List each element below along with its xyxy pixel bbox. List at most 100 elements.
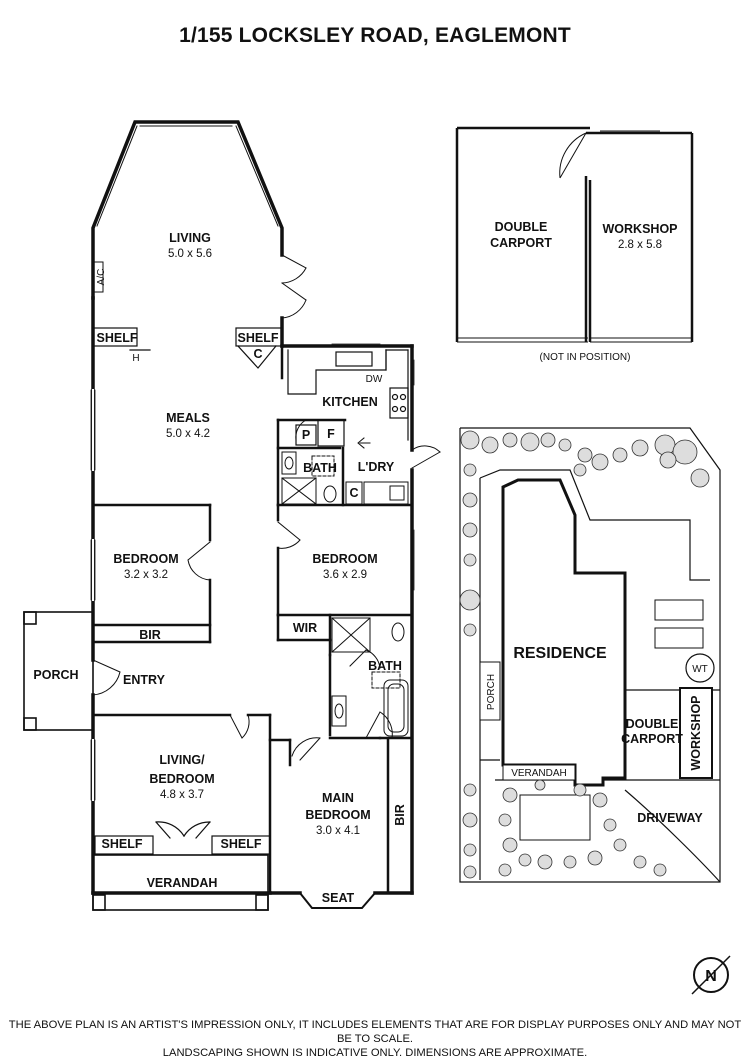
workshop-label: WORKSHOP bbox=[603, 222, 678, 236]
laundry-door bbox=[357, 437, 441, 469]
site-shrub bbox=[502, 837, 518, 853]
site-shrub bbox=[502, 787, 518, 803]
site-shrub bbox=[518, 853, 532, 867]
room-label-verandah: VERANDAH bbox=[147, 876, 218, 890]
disclaimer-line-2: LANDSCAPING SHOWN IS INDICATIVE ONLY. DI… bbox=[162, 1047, 588, 1059]
site-shrub bbox=[463, 843, 477, 857]
site-label-verandah: VERANDAH bbox=[511, 768, 567, 779]
shelf-label-1: SHELF bbox=[97, 331, 138, 345]
site-shrub bbox=[463, 463, 477, 477]
living-french-doors bbox=[281, 254, 307, 319]
site-shrub bbox=[462, 492, 478, 508]
site-shrub bbox=[481, 436, 499, 454]
living-bay-walls bbox=[91, 120, 284, 300]
site-plan bbox=[459, 427, 721, 883]
room-label-entry: ENTRY bbox=[123, 673, 166, 687]
kitchen-windows bbox=[331, 343, 415, 386]
bath2-walls bbox=[328, 653, 382, 740]
site-shrub bbox=[573, 783, 587, 797]
site-shrub bbox=[534, 779, 546, 791]
site-shrub bbox=[463, 783, 477, 797]
f-label: F bbox=[327, 427, 335, 441]
carport-walls bbox=[455, 126, 694, 342]
site-shrub bbox=[537, 854, 553, 870]
living-bedroom-shelves bbox=[94, 821, 271, 855]
room-label-living-bedroom-2: BEDROOM bbox=[149, 772, 214, 786]
room-label-main-bedroom-1: MAIN bbox=[322, 791, 354, 805]
site-label-carport-1: DOUBLE bbox=[626, 717, 679, 731]
shelf-label-3: SHELF bbox=[102, 837, 143, 851]
living-bedroom-door bbox=[229, 714, 250, 739]
site-residence-footprint bbox=[501, 478, 627, 787]
site-shrub bbox=[520, 432, 540, 452]
kitchen-pantry-door bbox=[295, 419, 307, 441]
room-label-kitchen: KITCHEN bbox=[322, 395, 378, 409]
porch-walls bbox=[23, 611, 94, 731]
bedroom-mid-walls bbox=[276, 503, 414, 657]
c-label-1: C bbox=[253, 347, 262, 361]
site-label-workshop: WORKSHOP bbox=[689, 696, 703, 771]
bath1-fixtures bbox=[281, 451, 409, 505]
site-shrub bbox=[462, 812, 478, 828]
site-shrub bbox=[463, 623, 477, 637]
site-shrub bbox=[592, 792, 608, 808]
site-shrub bbox=[558, 438, 572, 452]
site-shrub bbox=[633, 855, 647, 869]
bedroom-west-walls bbox=[91, 503, 212, 644]
room-dims-living-bedroom: 4.8 x 3.7 bbox=[160, 789, 204, 801]
carport-openings bbox=[457, 130, 692, 343]
site-shrub bbox=[653, 863, 667, 877]
disclaimer-line-1: THE ABOVE PLAN IS AN ARTIST'S IMPRESSION… bbox=[8, 1019, 742, 1045]
p-label: P bbox=[302, 428, 310, 442]
h-label: H bbox=[132, 353, 139, 364]
not-in-position-note: (NOT IN POSITION) bbox=[540, 352, 631, 363]
room-label-wir: WIR bbox=[293, 621, 317, 635]
site-label-carport-2: CARPORT bbox=[621, 732, 683, 746]
room-label-bath1: BATH bbox=[303, 461, 337, 475]
room-label-bedroom-mid: BEDROOM bbox=[312, 552, 377, 566]
site-shrub bbox=[502, 432, 518, 448]
room-label-meals: MEALS bbox=[166, 411, 210, 425]
site-shrub bbox=[563, 855, 577, 869]
site-shrub bbox=[654, 434, 676, 456]
room-label-bir-west: BIR bbox=[139, 628, 161, 642]
shelf-label-4: SHELF bbox=[221, 837, 262, 851]
room-dims-bedroom-west: 3.2 x 3.2 bbox=[124, 569, 168, 581]
room-label-bir-main: BIR bbox=[393, 804, 407, 826]
site-shrub bbox=[612, 447, 628, 463]
site-shrub bbox=[460, 430, 480, 450]
room-label-bath2: BATH bbox=[368, 659, 402, 673]
site-shrub bbox=[573, 463, 587, 477]
compass-n-label: N bbox=[705, 968, 717, 985]
site-label-porch: PORCH bbox=[486, 674, 497, 710]
site-shrub bbox=[631, 439, 649, 457]
room-dims-living: 5.0 x 5.6 bbox=[168, 248, 212, 260]
site-shrub bbox=[463, 865, 477, 879]
entry-door bbox=[92, 659, 121, 696]
workshop-dims: 2.8 x 5.8 bbox=[618, 239, 662, 251]
site-shrub bbox=[591, 453, 609, 471]
site-shrub bbox=[603, 818, 617, 832]
c-label-2: C bbox=[349, 486, 358, 500]
room-label-living-bedroom-1: LIVING/ bbox=[159, 753, 205, 767]
main-bedroom-door bbox=[291, 737, 321, 761]
verandah-walls bbox=[92, 854, 269, 911]
site-shrub bbox=[659, 451, 677, 469]
main-bedroom-walls bbox=[378, 736, 414, 895]
room-label-seat: SEAT bbox=[322, 891, 355, 905]
room-dims-main-bedroom: 3.0 x 4.1 bbox=[316, 825, 360, 837]
site-workshop bbox=[679, 687, 713, 779]
house-exterior-walls bbox=[91, 296, 414, 895]
living-bedroom-walls bbox=[91, 713, 292, 895]
site-porch bbox=[479, 661, 501, 721]
carport-label-2: CARPORT bbox=[490, 236, 552, 250]
bath2-fixtures bbox=[331, 617, 409, 739]
room-label-bedroom-west: BEDROOM bbox=[113, 552, 178, 566]
site-shrub bbox=[463, 553, 477, 567]
room-label-living: LIVING bbox=[169, 231, 211, 245]
bedroom-west-door bbox=[187, 541, 211, 581]
disclaimer: THE ABOVE PLAN IS AN ARTIST'S IMPRESSION… bbox=[0, 1018, 750, 1060]
room-label-porch: PORCH bbox=[33, 668, 78, 682]
bedroom-mid-door bbox=[277, 521, 301, 549]
